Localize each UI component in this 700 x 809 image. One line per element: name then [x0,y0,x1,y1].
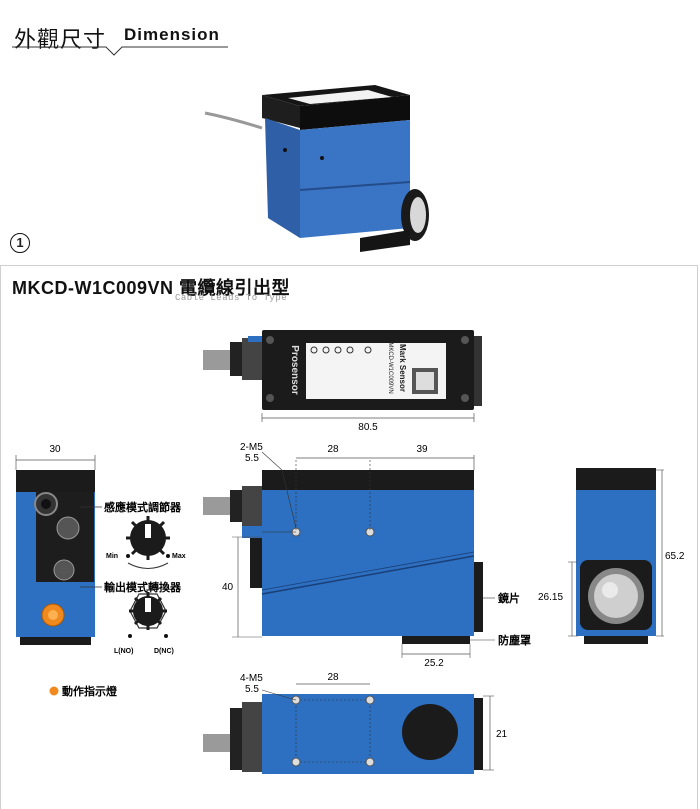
label-model: MKCD-W1C009VN [387,342,393,393]
end-dim-65-2: 65.2 [665,551,685,562]
page-title: 外觀尺寸 [14,28,107,53]
side-holes-label: 2-M5 [240,442,263,453]
side-view [203,451,495,658]
model-title: MKCD-W1C009VN 電纜線引出型 [12,274,290,300]
dimension-section [0,265,698,809]
label-title: Mark Sensor [398,344,407,392]
bottom-view [203,683,494,774]
side-dim-25-2: 25.2 [424,658,444,669]
end-view [568,468,664,644]
indicator-label: 動作指示燈 [62,684,118,698]
model-description-en: Cable Leads To Type [175,293,288,303]
view-number-badge: 1 [10,233,30,253]
header-graphics [12,46,429,252]
min-label: Min [106,553,118,560]
bottom-dim-21: 21 [496,729,508,740]
brand-text: Prosensor [289,345,300,395]
top-view [203,330,482,422]
knob-label: 感應模式調節器 [104,500,182,514]
side-dim-28: 28 [327,444,339,455]
side-hole-offset: 5.5 [245,453,259,464]
model-description: 電纜線引出型 [179,278,291,298]
front-width-dim: 30 [49,444,61,455]
max-label: Max [172,553,186,560]
top-width-dim: 80.5 [358,422,378,433]
bottom-hole-offset: 5.5 [245,684,259,695]
side-dim-40: 40 [222,582,234,593]
bottom-dim-28: 28 [327,672,339,683]
end-dim-26-15: 26.15 [538,592,563,603]
front-view [15,455,170,696]
switch-label: 輸出模式轉換器 [104,580,182,594]
dnc-label: D(NC) [154,648,174,655]
model-number: MKCD-W1C009VN [12,278,174,298]
dust-cover-label: 防塵罩 [498,633,531,647]
lens-label: 鏡片 [498,591,520,605]
side-dim-39: 39 [416,444,428,455]
bottom-holes-label: 4-M5 [240,673,263,684]
page-subtitle: Dimension [124,25,220,44]
product-photo [204,85,429,252]
lno-label: L(NO) [114,648,133,655]
